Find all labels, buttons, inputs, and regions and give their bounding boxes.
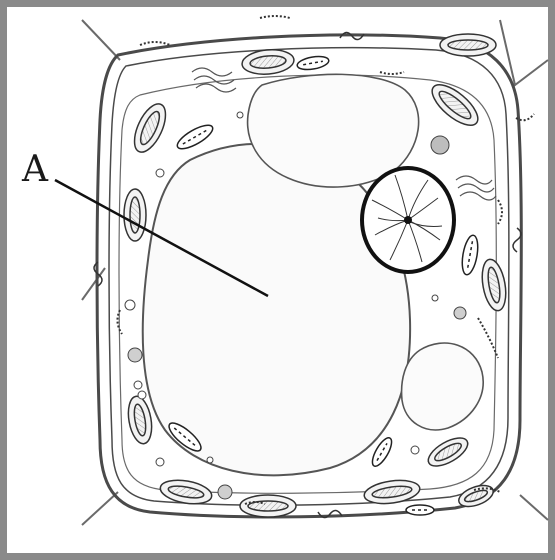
- nucleus: [362, 168, 454, 272]
- small-vacuole-lower: [402, 343, 484, 430]
- label-a: A: [22, 152, 48, 188]
